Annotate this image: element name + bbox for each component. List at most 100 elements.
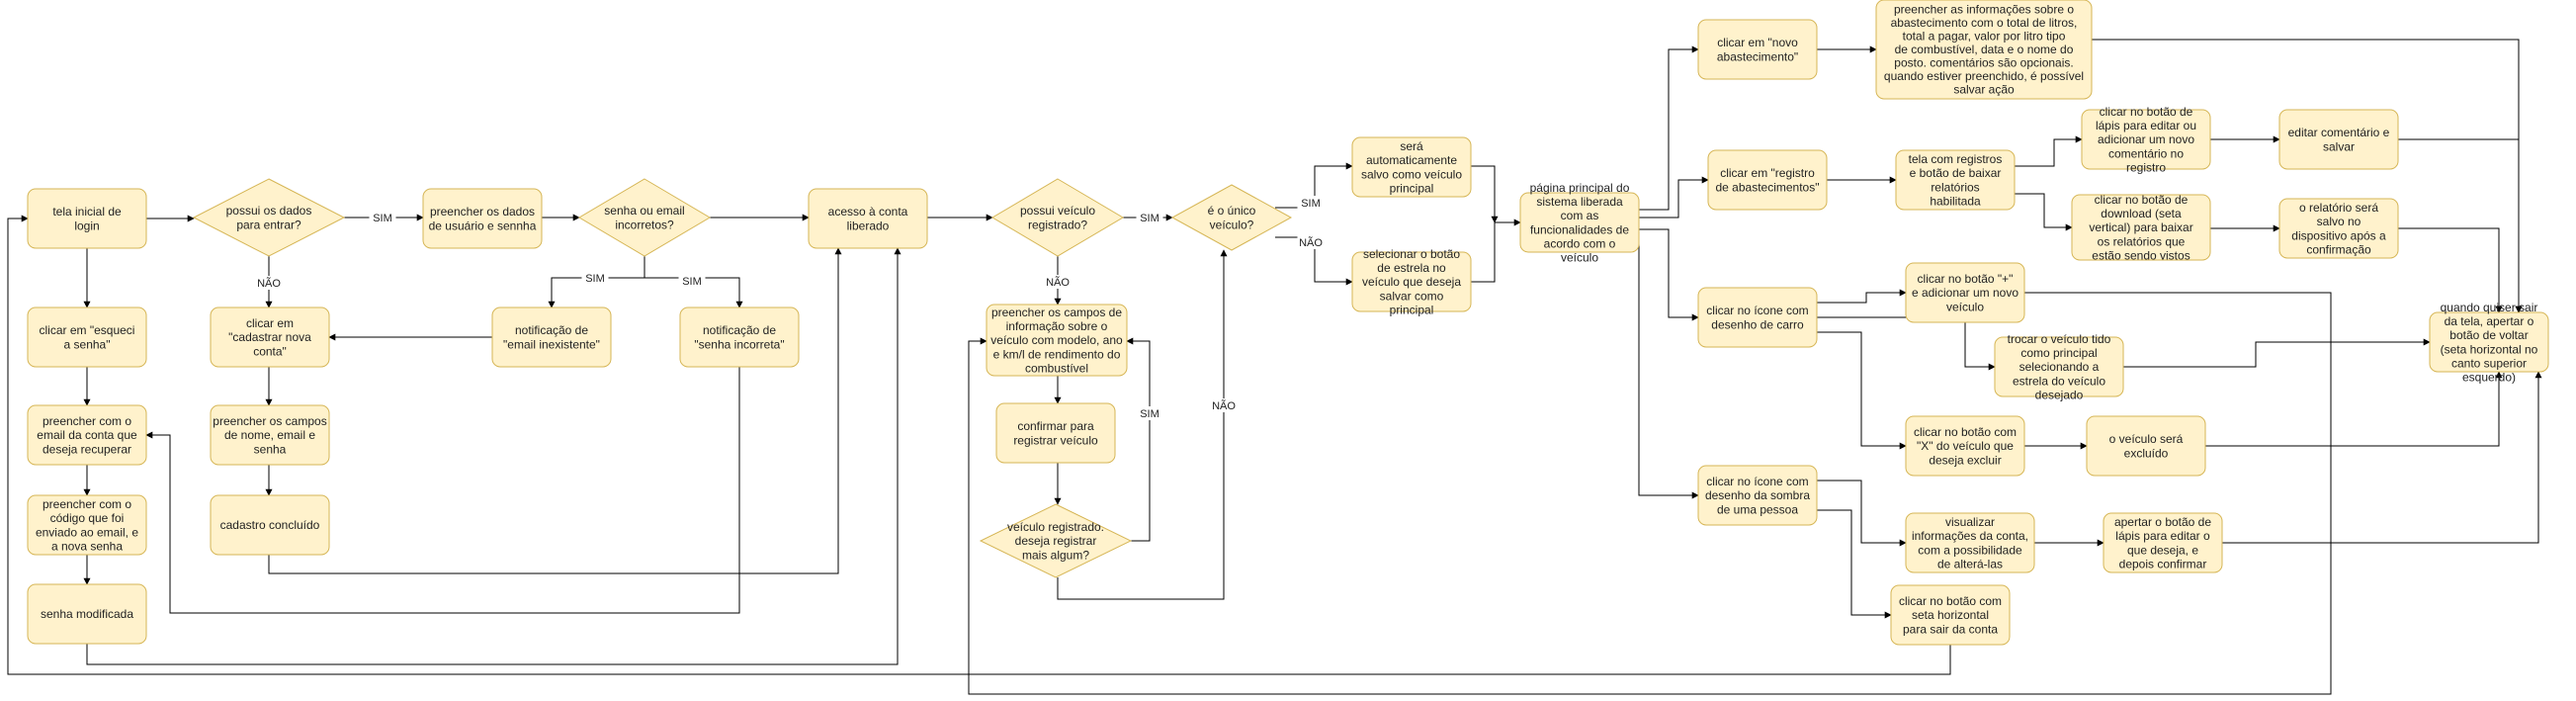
process-box [1697,19,1818,80]
edge-label-l10: NÃO [1212,399,1236,412]
process-box [1707,149,1828,211]
process-box [1697,287,1818,348]
process-box [1905,262,2025,323]
process-box [1994,336,2124,397]
process-box [1351,251,1472,312]
decision-diamond [979,503,1133,578]
process-box [1905,415,2025,477]
decision-diamond [192,178,346,257]
flow-node-n14: senha modificada [27,583,147,645]
edge-label-background [1297,235,1325,249]
process-box [2071,194,2211,261]
process-box [1875,0,2093,100]
edge-label-background [369,211,396,224]
edge-label-l3: SIM [585,273,605,285]
connector-e-n17-n22 [1471,165,1499,223]
connector-e-n21-n16 [1057,249,1228,600]
connector-e-n18-n22 [1471,219,1521,283]
process-box [808,188,928,249]
flow-node-n8: notificação de"email inexistente" [491,307,612,368]
process-box [210,494,330,556]
process-box [995,402,1116,464]
edge-label-l2: NÃO [257,277,281,290]
process-box [2429,311,2549,373]
process-box [1697,465,1818,526]
edge-label-l8: NÃO [1299,236,1323,249]
connector-e-n22-n31 [1639,228,1699,321]
connector-e-n37-n38 [1817,480,1907,547]
edge-label-l9: SIM [1140,408,1159,420]
process-box [1890,584,2011,646]
node-label: senha modificada [41,607,133,621]
connector-e-n16-n17 [1275,162,1353,209]
connector-e-n21-n19 [1126,337,1151,542]
connector-e-n16-n18 [1275,236,1353,286]
connector-e-n22-n25 [1639,176,1709,219]
process-box [27,307,147,368]
process-box [1905,512,2035,573]
connector-e-n4-n9 [644,277,743,308]
edge-label-l7: SIM [1301,198,1321,210]
connector-e-n26-n27 [2015,135,2083,167]
process-box [986,304,1128,377]
process-box [27,188,147,249]
connector-e-n30-n36 [2398,227,2503,313]
node-label: notificação de"email inexistente" [503,323,600,351]
process-box [27,494,147,556]
edge-label-background [255,276,283,290]
decision-diamond [1170,184,1293,251]
edge-label-background [581,271,609,285]
connector-e-n26-n29 [2015,193,2073,231]
connector-e-n37-n40 [1817,509,1892,619]
connector-e-n14-n5 [86,247,902,665]
connector-e-n24-n36 [2092,39,2523,313]
edge-label-background [1136,406,1163,420]
process-box [27,404,147,466]
flow-node-n9: notificação de"senha incorreta" [679,307,800,368]
